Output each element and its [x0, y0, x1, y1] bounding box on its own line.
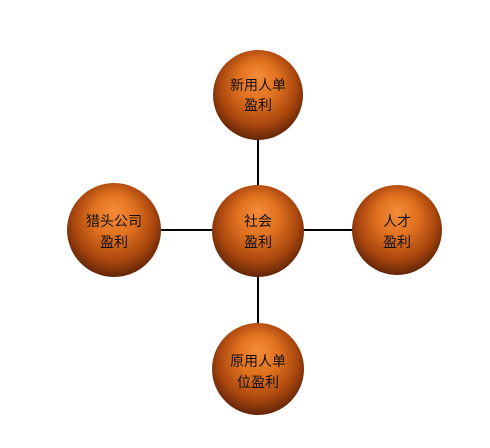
- node-center-line2: 盈利: [244, 235, 272, 251]
- node-center-line1: 社会: [244, 214, 272, 230]
- node-left: 猎头公司 盈利: [67, 183, 161, 277]
- node-right-line1: 人才: [383, 214, 411, 230]
- node-bottom-line1: 原用人单: [230, 354, 286, 370]
- node-bottom: 原用人单 位盈利: [212, 323, 304, 415]
- node-right-line2: 盈利: [383, 235, 411, 251]
- node-left-line2: 盈利: [100, 235, 128, 251]
- node-center: 社会 盈利: [212, 185, 304, 277]
- node-bottom-line2: 位盈利: [237, 375, 279, 391]
- node-top-line2: 盈利: [244, 98, 272, 114]
- node-left-line1: 猎头公司: [86, 214, 142, 230]
- node-top-line1: 新用人单: [230, 78, 286, 94]
- node-top: 新用人单 盈利: [213, 50, 303, 140]
- node-right: 人才 盈利: [352, 185, 442, 275]
